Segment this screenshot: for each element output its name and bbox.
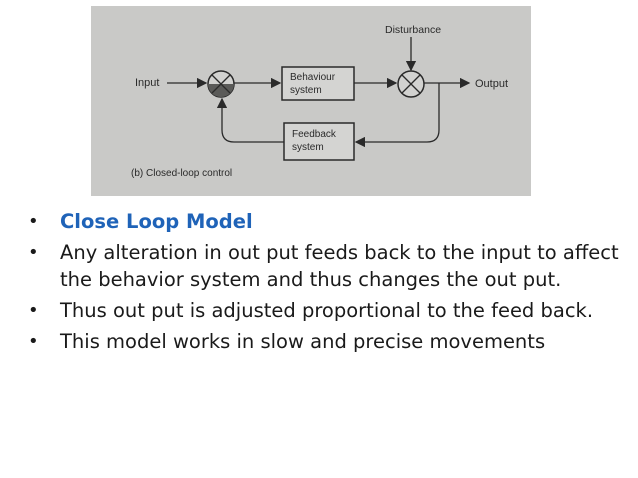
behaviour-label-line1: Behaviour <box>290 72 336 83</box>
bullet-item: • Any alteration in out put feeds back t… <box>22 239 634 293</box>
diagram-background <box>91 6 531 196</box>
bullet-text: This model works in slow and precise mov… <box>60 330 546 353</box>
bullet-item: • Thus out put is adjusted proportional … <box>22 297 634 324</box>
bullet-heading-text: Close Loop Model <box>60 210 253 233</box>
bullet-icon: • <box>28 211 39 232</box>
diagram-caption: (b) Closed-loop control <box>131 168 232 179</box>
bullet-list: • Close Loop Model • Any alteration in o… <box>22 208 634 359</box>
input-label: Input <box>135 77 159 89</box>
output-label: Output <box>475 78 508 90</box>
bullet-icon: • <box>28 242 39 263</box>
closed-loop-diagram: Disturbance Input Behaviour system Outpu… <box>91 6 531 196</box>
summing-junction-2 <box>397 70 425 98</box>
behaviour-system-box <box>281 66 355 101</box>
feedback-to-junction-line <box>216 97 284 143</box>
summing-junction-1 <box>207 70 235 98</box>
behaviour-label-line2: system <box>290 85 322 96</box>
bullet-item: • Close Loop Model <box>22 208 634 235</box>
bullet-item: • This model works in slow and precise m… <box>22 328 634 355</box>
bullet-icon: • <box>28 331 39 352</box>
bullet-text: Any alteration in out put feeds back to … <box>60 241 619 291</box>
feedback-label-line1: Feedback <box>292 129 337 140</box>
bullet-icon: • <box>28 300 39 321</box>
bullet-text: Thus out put is adjusted proportional to… <box>60 299 594 322</box>
feedback-return-line <box>354 83 440 148</box>
disturbance-label: Disturbance <box>385 24 441 36</box>
feedback-label-line2: system <box>292 142 324 153</box>
feedback-system-box <box>283 122 355 161</box>
